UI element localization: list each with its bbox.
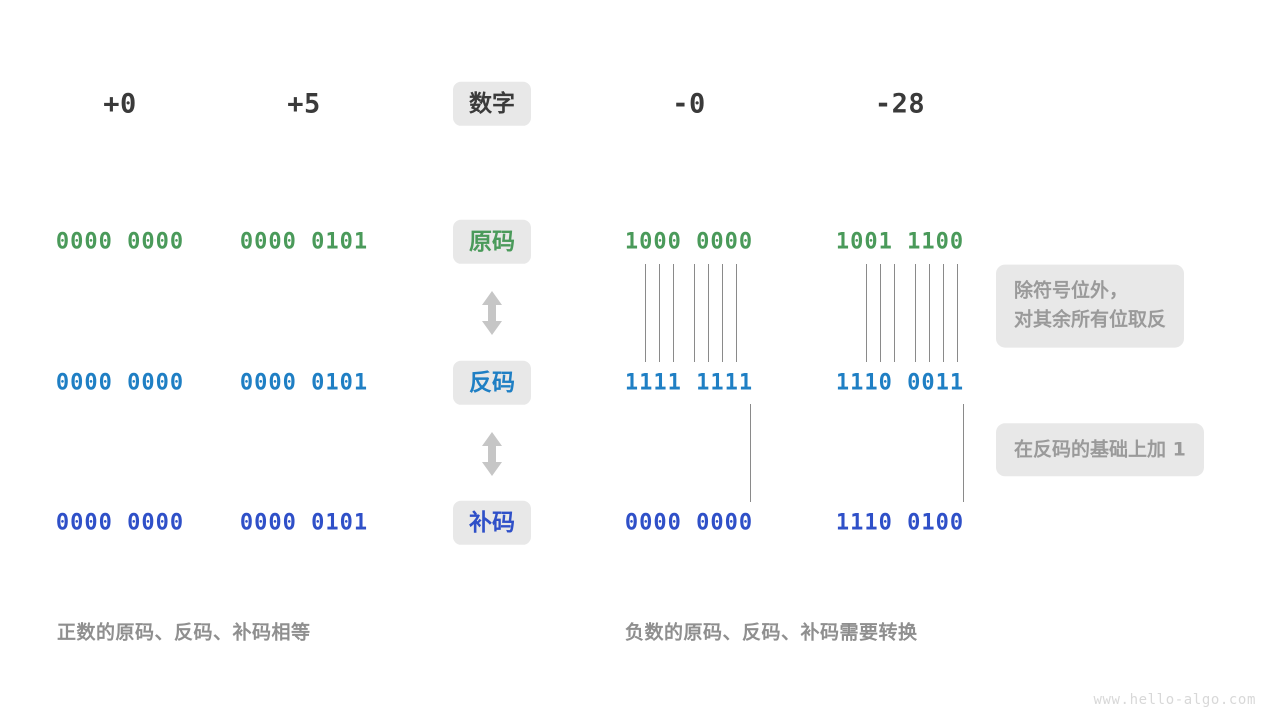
- connector-line: [708, 264, 709, 362]
- connector-line: [880, 264, 881, 362]
- arrow-fanma-to-buma-icon: [479, 431, 505, 477]
- header-value-minus-zero: -0: [672, 88, 706, 120]
- connector-line: [645, 264, 646, 362]
- row-label-sign-magnitude: 原码: [453, 219, 531, 265]
- bits-ones-complement-plus-zero: 0000 0000: [55, 370, 185, 396]
- connector-line: [659, 264, 660, 362]
- connector-line: [894, 264, 895, 362]
- row-label-twos-complement: 补码: [453, 500, 531, 546]
- bits-sign-magnitude-plus-zero: 0000 0000: [55, 229, 185, 255]
- connector-line: [963, 404, 964, 502]
- bits-sign-magnitude-minus-28: 1001 1100: [835, 229, 965, 255]
- row-label-number: 数字: [453, 81, 531, 127]
- connector-line: [750, 404, 751, 502]
- bits-twos-complement-minus-28: 1110 0100: [835, 510, 965, 536]
- header-value-minus-28: -28: [874, 88, 926, 120]
- bits-twos-complement-plus-five: 0000 0101: [239, 510, 369, 536]
- note-invert-bits: 除符号位外， 对其余所有位取反: [996, 264, 1185, 348]
- bits-twos-complement-plus-zero: 0000 0000: [55, 510, 185, 536]
- bits-ones-complement-minus-28: 1110 0011: [835, 370, 965, 396]
- bits-sign-magnitude-plus-five: 0000 0101: [239, 229, 369, 255]
- connector-line: [943, 264, 944, 362]
- row-label-ones-complement: 反码: [453, 360, 531, 406]
- caption-positive-numbers: 正数的原码、反码、补码相等: [57, 621, 311, 644]
- connector-line: [694, 264, 695, 362]
- watermark: www.hello-algo.com: [1093, 692, 1256, 708]
- caption-negative-numbers: 负数的原码、反码、补码需要转换: [625, 621, 918, 644]
- connector-line: [866, 264, 867, 362]
- connector-line: [957, 264, 958, 362]
- bits-ones-complement-plus-five: 0000 0101: [239, 370, 369, 396]
- header-value-plus-five: +5: [287, 88, 321, 120]
- connector-line: [915, 264, 916, 362]
- connector-line: [929, 264, 930, 362]
- bits-sign-magnitude-minus-zero: 1000 0000: [624, 229, 754, 255]
- note-add-one: 在反码的基础上加 1: [996, 423, 1204, 477]
- connector-line: [722, 264, 723, 362]
- bits-ones-complement-minus-zero: 1111 1111: [624, 370, 754, 396]
- connector-line: [736, 264, 737, 362]
- bits-twos-complement-minus-zero: 0000 0000: [624, 510, 754, 536]
- connector-line: [673, 264, 674, 362]
- header-value-plus-zero: +0: [103, 88, 137, 120]
- arrow-yuanma-to-fanma-icon: [479, 290, 505, 336]
